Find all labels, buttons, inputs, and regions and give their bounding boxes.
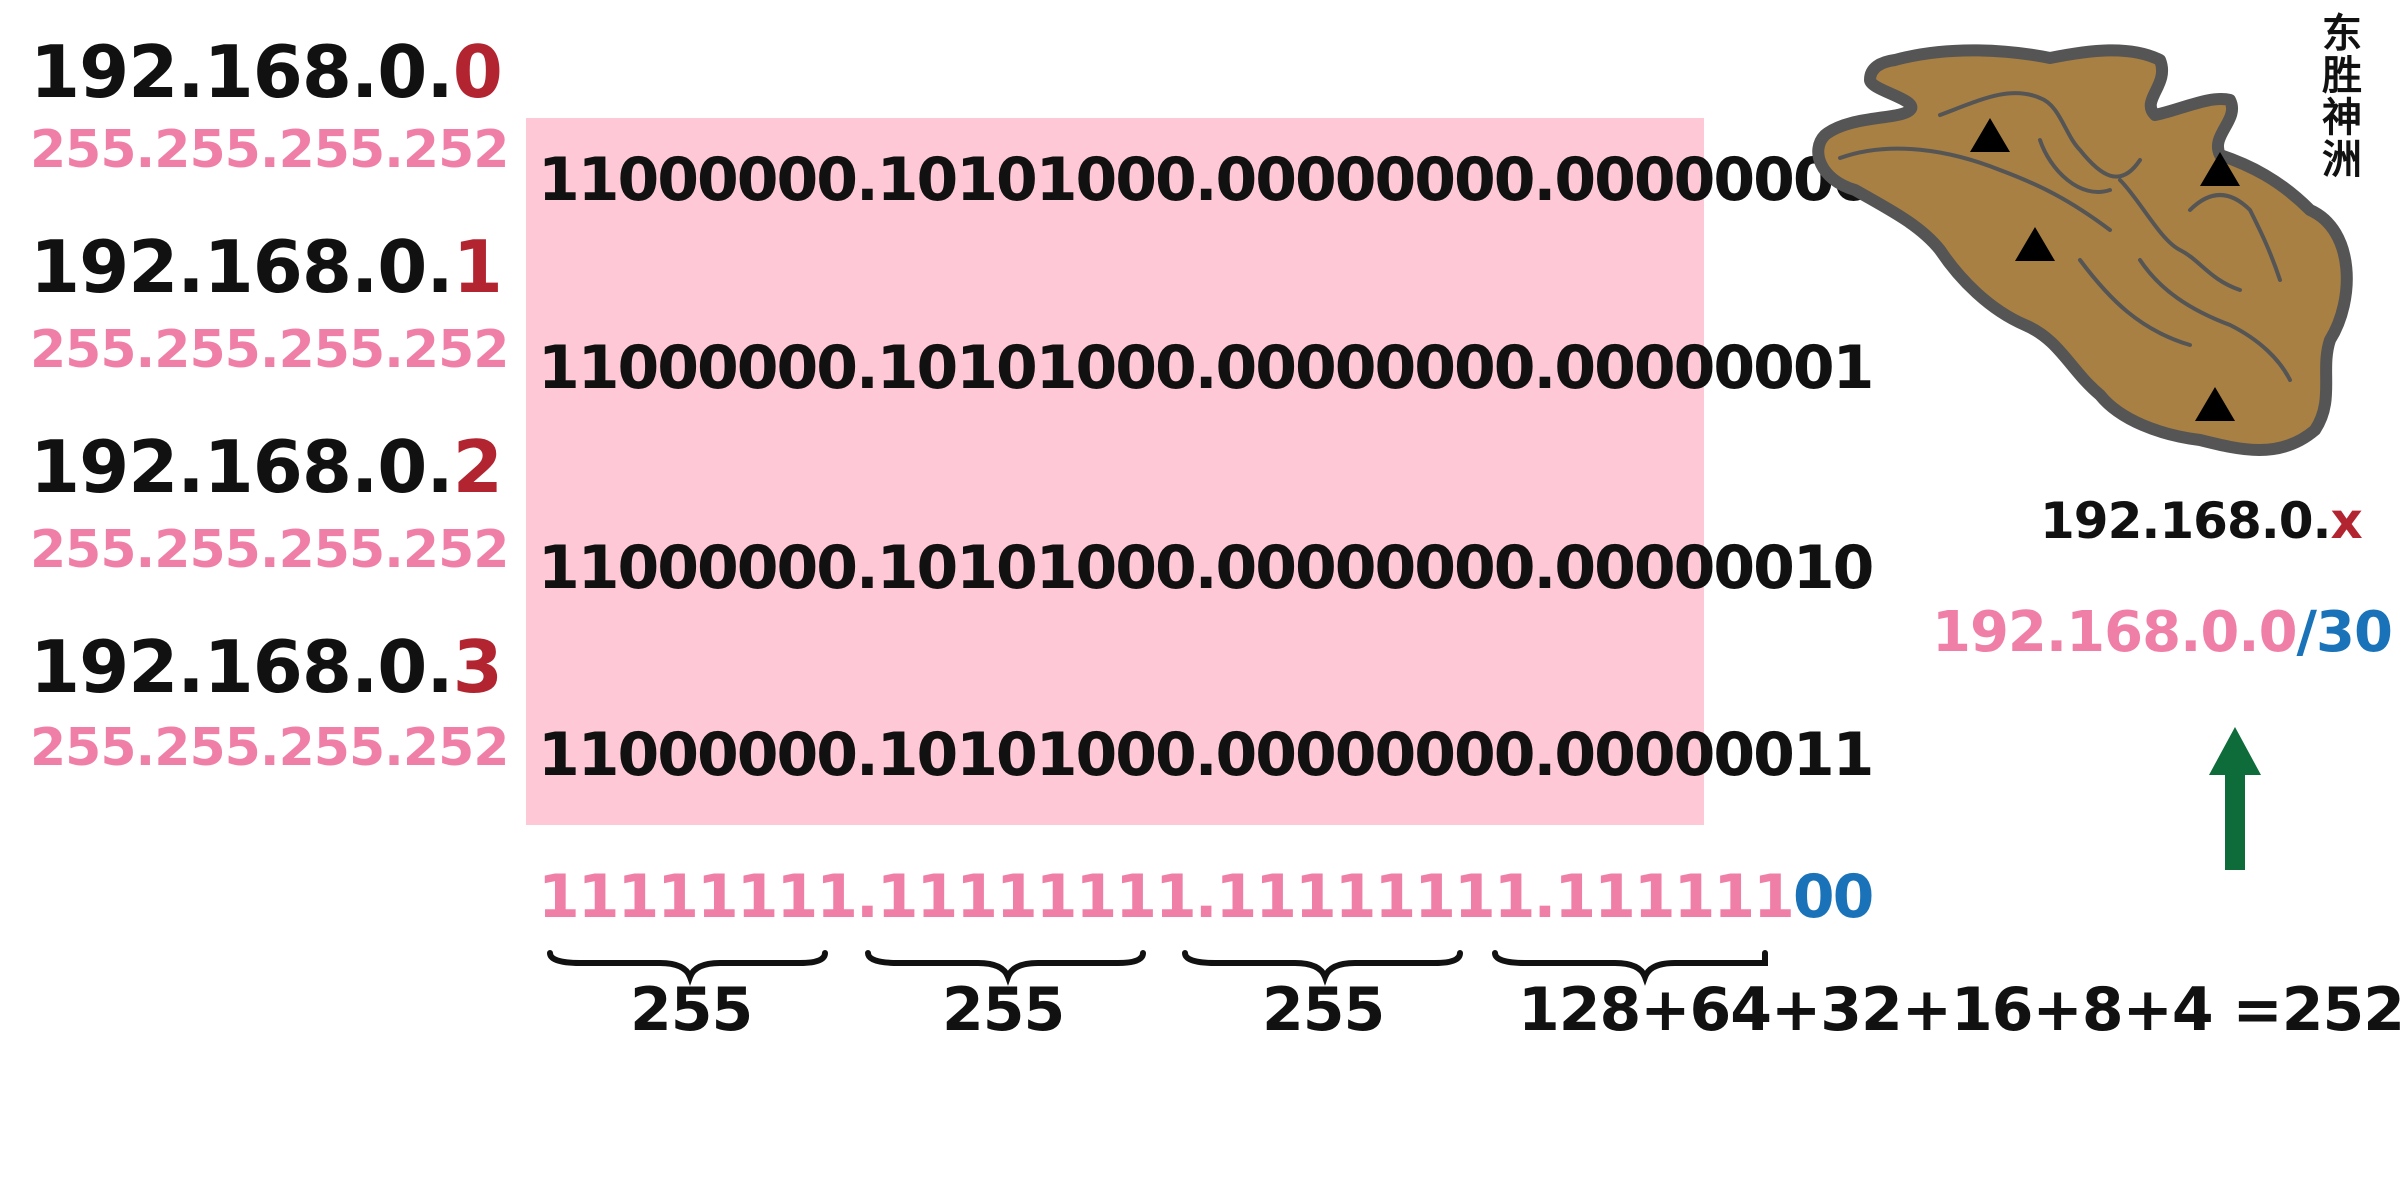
octet-braces [547,950,1768,986]
binary-row-1: 11000000.10101000.00000000.00000001 [538,333,1874,403]
map-title: 东胜神洲 [2315,12,2361,180]
brace-octet-1 [547,950,828,986]
octet-sum-3: 255 [1262,975,1385,1045]
map-landmass [1812,44,2353,456]
octet-sum-4: 128+64+32+16+8+4 =252 [1518,975,2404,1045]
ip-address-1: 192.168.0.1 [30,225,503,309]
cidr-notation: 192.168.0.0/30 [1932,600,2393,665]
network-ip: 192.168.0.x [2040,492,2363,550]
octet-sum-1: 255 [630,975,753,1045]
subnet-mask-2: 255.255.255.252 [30,520,509,580]
brace-octet-3 [1182,950,1463,986]
octet-sum-2: 255 [942,975,1065,1045]
subnet-mask-0: 255.255.255.252 [30,120,509,180]
mountain-triangle-icon [1970,118,2240,421]
map-terrain-lines [1838,91,2292,382]
binary-row-2: 11000000.10101000.00000000.00000010 [538,533,1874,603]
ip-address-0: 192.168.0.0 [30,30,503,114]
subnet-mask-3: 255.255.255.252 [30,718,509,778]
binary-row-0: 11000000.10101000.00000000.00000000 [538,145,1874,215]
brace-octet-2 [865,950,1146,986]
binary-highlight-box [526,118,1704,825]
binary-row-3: 11000000.10101000.00000000.00000011 [538,720,1874,790]
ip-address-3: 192.168.0.3 [30,625,503,709]
continent-map [1812,44,2353,456]
subnet-mask-1: 255.255.255.252 [30,320,509,380]
up-arrow-icon [2209,727,2261,870]
brace-octet-4 [1492,950,1768,986]
binary-mask: 11111111.11111111.11111111.11111100 [538,862,1874,932]
ip-address-2: 192.168.0.2 [30,425,503,509]
